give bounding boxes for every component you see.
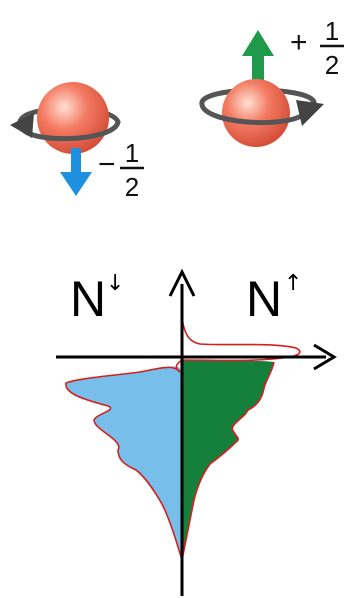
spin-up-label: + 1 2 bbox=[290, 16, 344, 80]
n-up-label: N ↑ bbox=[246, 271, 302, 327]
arrow-down-shaft bbox=[71, 148, 81, 176]
n-down-letter: N bbox=[70, 271, 106, 327]
spin-up-numerator: 1 bbox=[325, 16, 339, 46]
n-down-label: N ↓ bbox=[70, 271, 124, 327]
arrow-up-icon bbox=[242, 30, 274, 86]
n-down-arrow-icon: ↓ bbox=[106, 271, 124, 296]
spin-down-particle: − 1 2 bbox=[10, 82, 144, 202]
dos-plot: N ↓ N ↑ bbox=[56, 271, 334, 596]
arrow-down-head bbox=[60, 172, 92, 196]
spin-down-denominator: 2 bbox=[125, 172, 139, 202]
spin-up-particle: + 1 2 bbox=[202, 16, 344, 147]
arrow-down-icon bbox=[60, 148, 92, 196]
sphere-left bbox=[37, 82, 109, 154]
dos-majority-fill bbox=[182, 360, 274, 560]
spin-down-numerator: 1 bbox=[125, 138, 139, 168]
spin-up-sign: + bbox=[290, 26, 308, 59]
spin-up-denominator: 2 bbox=[325, 50, 339, 80]
n-up-arrow-icon: ↑ bbox=[284, 271, 302, 296]
sphere-right bbox=[222, 79, 290, 147]
spin-down-sign: − bbox=[98, 148, 116, 181]
n-up-letter: N bbox=[246, 271, 282, 327]
rotation-arrowhead-right-icon bbox=[296, 100, 324, 126]
spin-down-label: − 1 2 bbox=[98, 138, 144, 202]
arrow-up-head bbox=[242, 30, 274, 56]
